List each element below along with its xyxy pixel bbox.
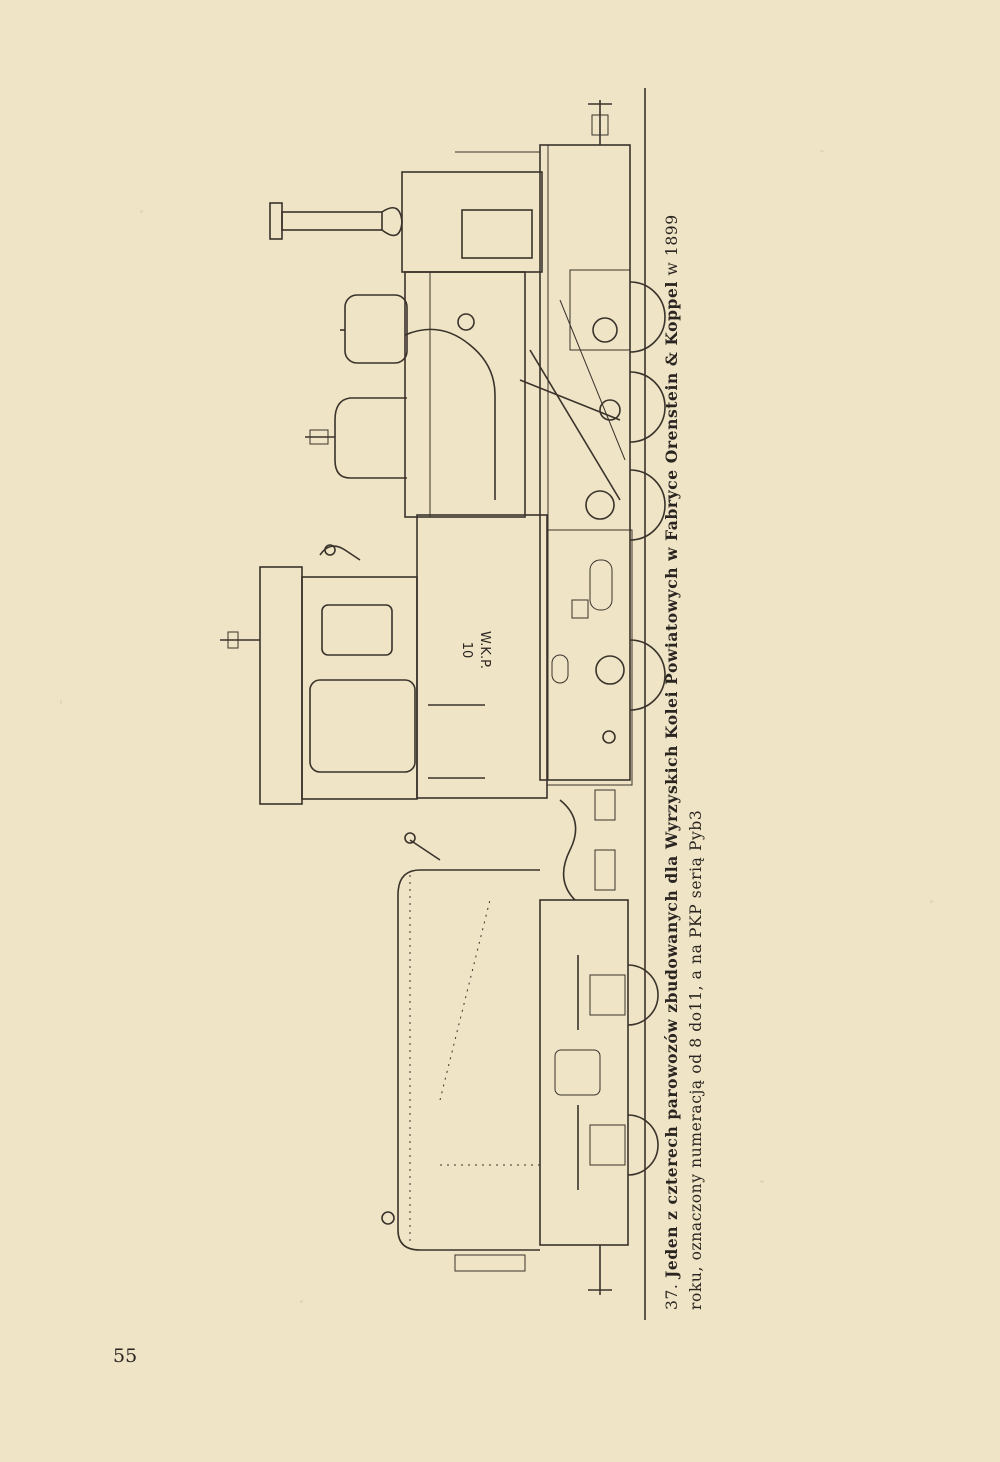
cab-bell — [220, 544, 361, 649]
boiler — [404, 271, 526, 518]
paper-fleck — [820, 150, 824, 152]
paper-fleck — [930, 900, 933, 903]
whistle — [457, 313, 475, 331]
sand-dome — [340, 294, 408, 364]
figure-caption: 37. Jeden z czterech parowozów zbudowany… — [660, 50, 720, 1310]
tank-marking-number: 10 — [459, 641, 474, 659]
steam-pipe — [404, 328, 496, 500]
valve-gear — [519, 269, 631, 520]
steam-dome — [305, 397, 407, 479]
tender-wheelset-front — [577, 955, 659, 1030]
coupling-hose — [559, 799, 577, 901]
paper-fleck — [300, 1300, 303, 1303]
tender-body — [397, 869, 541, 1251]
paper-fleck — [60, 700, 62, 704]
tender-wheelset-rear — [577, 1105, 659, 1190]
caption-bold-text: Jeden z czterech parowozów zbudowanych d… — [662, 281, 681, 1279]
paper-fleck — [140, 210, 143, 213]
caption-year: w 1899 — [663, 214, 681, 282]
tank-marking: W.K.P. 10 — [433, 615, 493, 685]
main-frame — [539, 144, 631, 781]
tank-marking-initials: W.K.P. — [477, 630, 492, 670]
paper-fleck — [760, 1180, 764, 1183]
caption-line-1: 37. Jeden z czterech parowozów zbudowany… — [660, 50, 684, 1310]
tender-frame — [539, 899, 629, 1246]
page-number: 55 — [113, 1345, 138, 1367]
caption-line-2: roku, oznaczony numeracją od 8 do11, a n… — [687, 809, 705, 1310]
rear-buffer — [381, 1211, 612, 1295]
caption-number: 37. — [663, 1278, 681, 1310]
cab — [259, 566, 418, 805]
front-buffer — [588, 100, 612, 145]
smokebox — [401, 171, 543, 273]
driving-wheels — [595, 281, 666, 711]
tender-handle — [404, 832, 441, 861]
smokebox-door — [461, 209, 533, 259]
rear-frame — [546, 529, 633, 786]
chimney — [269, 202, 403, 240]
